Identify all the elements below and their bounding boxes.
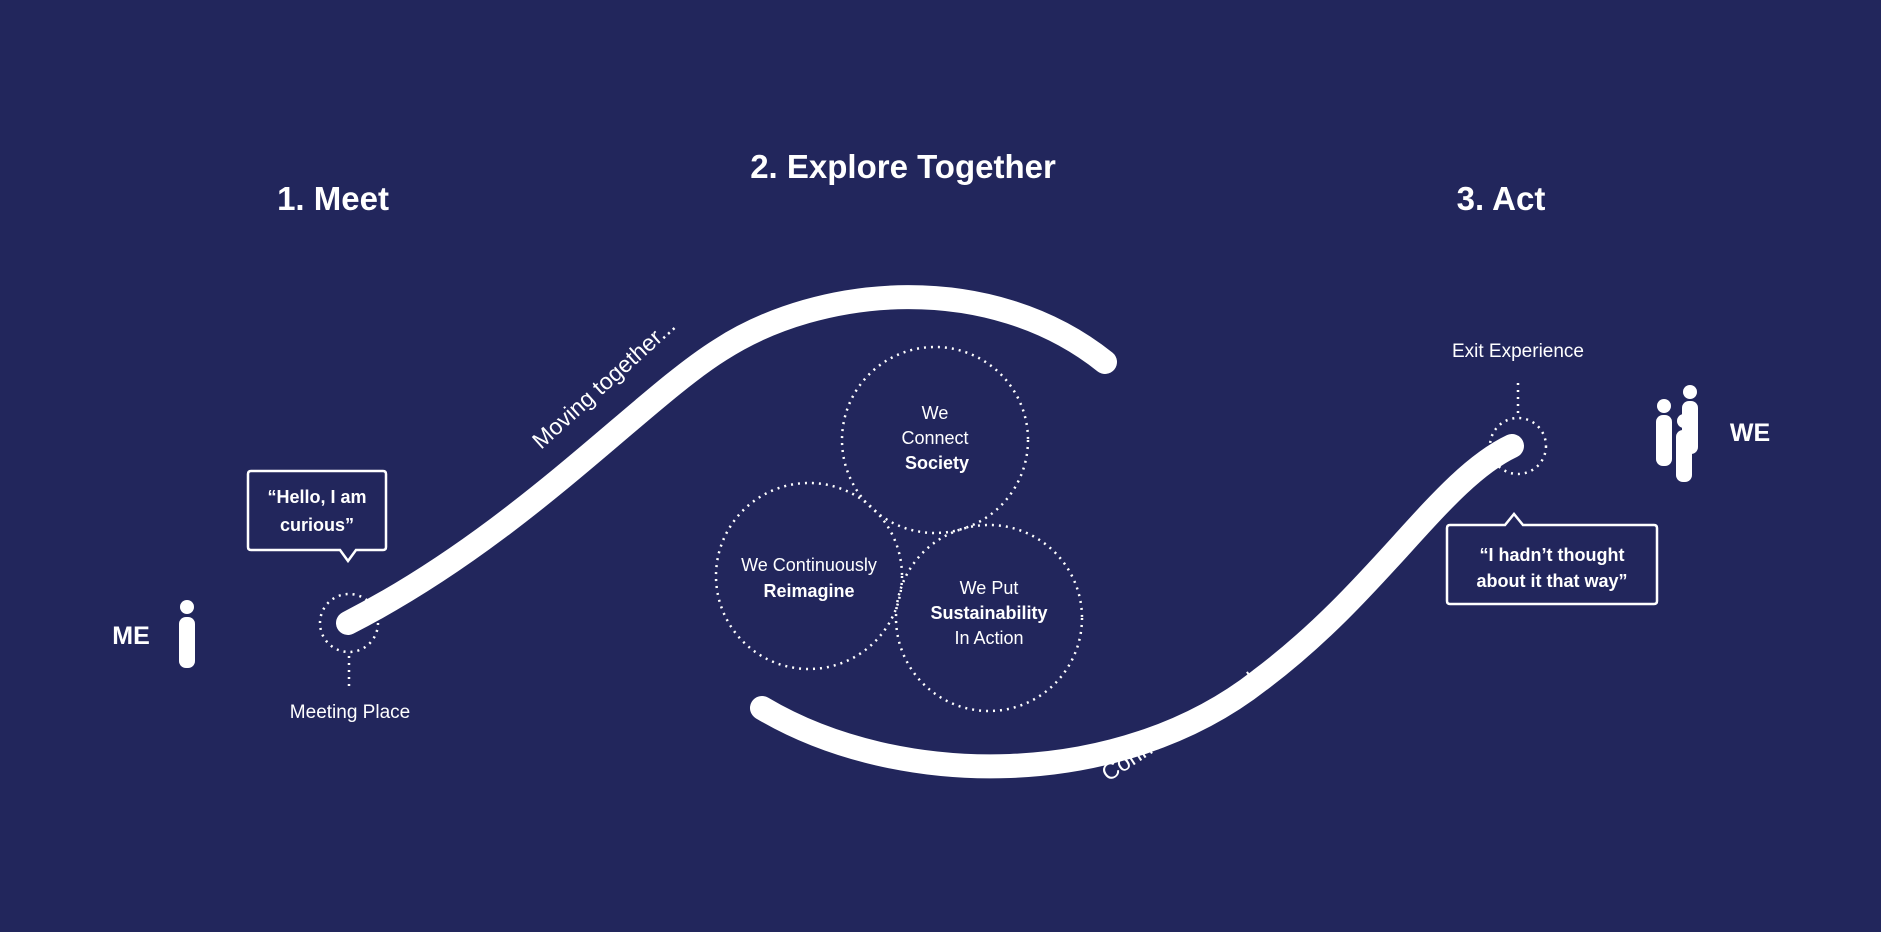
circle-reimagine: We Continuously Reimagine [714,481,904,671]
journey-path-lower [750,434,1524,779]
sustainability-bold: Sustainability [930,603,1047,623]
stage-title-explore: 2. Explore Together [750,148,1056,185]
sustainability-line3: In Action [954,628,1023,648]
circle-sustainability: We Put Sustainability In Action [894,523,1084,713]
me-label: ME [112,622,150,650]
speech-bubble-end: “I hadn’t thought about it that way” [1445,512,1659,606]
reimagine-line1: We Continuously [741,555,877,575]
group-icon [1656,385,1698,482]
stage-title-act: 3. Act [1457,180,1546,217]
path-label-connecting: Connecting people... [1097,649,1288,786]
society-line2: Connect [901,428,968,448]
reimagine-bold: Reimagine [763,581,854,601]
sustainability-line1: We Put [960,578,1019,598]
quote-start-line1: “Hello, I am [267,487,366,507]
exit-experience-marker [1488,416,1548,476]
meeting-place-marker [318,592,380,654]
society-line1: We [922,403,949,423]
journey-path-upper [336,285,1117,635]
person-icon [179,600,195,668]
we-label: WE [1730,419,1770,447]
society-bold: Society [905,453,969,473]
quote-end-line2: about it that way” [1476,571,1627,591]
exit-experience-label: Exit Experience [1452,341,1584,362]
meeting-place-label: Meeting Place [290,702,410,723]
quote-end-line1: “I hadn’t thought [1480,545,1625,565]
speech-bubble-start: “Hello, I am curious” [246,469,388,564]
stage-title-meet: 1. Meet [277,180,389,217]
circle-society: We Connect Society [840,345,1030,535]
quote-start-line2: curious” [280,515,354,535]
